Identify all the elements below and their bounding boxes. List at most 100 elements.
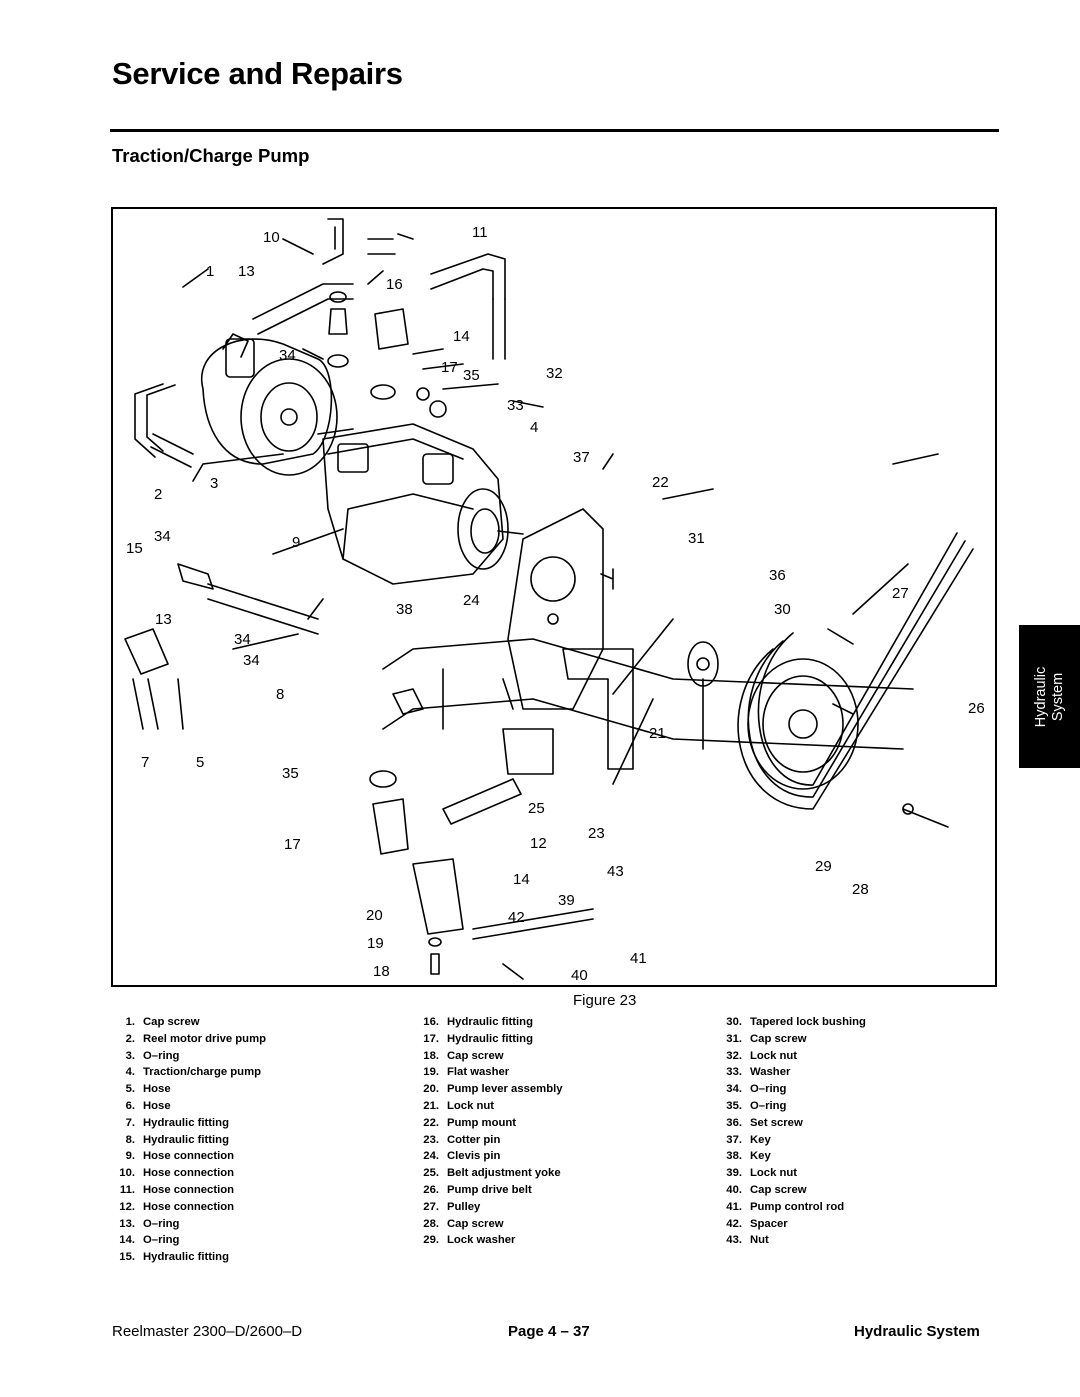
legend-item-number: 1.: [125, 1016, 135, 1028]
legend-item: 21.Lock nut: [415, 1098, 563, 1115]
legend-item-label: Key: [750, 1133, 771, 1146]
legend-item: 10.Hose connection: [111, 1165, 266, 1182]
legend-item-label: O–ring: [750, 1083, 787, 1096]
legend-item: 22.Pump mount: [415, 1115, 563, 1132]
legend-item: 2.Reel motor drive pump: [111, 1031, 266, 1048]
legend-item-number: 11.: [119, 1183, 135, 1196]
callout-36: 36: [769, 567, 786, 584]
legend-item: 19.Flat washer: [415, 1064, 563, 1081]
callout-19: 19: [367, 935, 384, 952]
callout-13: 13: [238, 263, 255, 280]
legend-item: 4.Traction/charge pump: [111, 1064, 266, 1081]
legend-item-label: Cap screw: [750, 1032, 807, 1045]
legend-item-number: 2.: [125, 1032, 135, 1045]
legend-item: 41.Pump control rod: [718, 1199, 866, 1216]
title-rule: [110, 129, 999, 132]
legend-item-label: Clevis pin: [447, 1150, 501, 1163]
callout-21: 21: [649, 725, 666, 742]
legend-item-number: 27.: [423, 1200, 439, 1213]
legend-item-label: Washer: [750, 1066, 791, 1079]
callout-39: 39: [558, 892, 575, 909]
legend-item: 32.Lock nut: [718, 1048, 866, 1065]
callout-22: 22: [652, 474, 669, 491]
legend-item-number: 40.: [726, 1183, 742, 1196]
legend-item-label: Spacer: [750, 1217, 788, 1230]
legend-item: 13.O–ring: [111, 1216, 266, 1233]
callout-32: 32: [546, 365, 563, 382]
callout-27: 27: [892, 585, 909, 602]
legend-item: 23.Cotter pin: [415, 1132, 563, 1149]
legend-item-number: 36.: [726, 1116, 742, 1129]
legend-item: 3.O–ring: [111, 1048, 266, 1065]
legend-item-label: Cap screw: [447, 1217, 504, 1230]
callout-28: 28: [852, 881, 869, 898]
legend-item-label: Hydraulic fitting: [447, 1032, 533, 1045]
legend-item-number: 39.: [726, 1167, 742, 1180]
legend-item-number: 33.: [726, 1066, 742, 1079]
legend-item-label: O–ring: [750, 1099, 787, 1112]
legend-item-number: 16.: [423, 1016, 439, 1028]
legend-item: 11. Hose connection: [111, 1182, 266, 1199]
legend-item-label: O–ring: [143, 1234, 180, 1247]
legend-item-label: Pump control rod: [750, 1200, 845, 1213]
legend-item-number: 8.: [125, 1133, 135, 1146]
side-tab-text: Hydraulic System: [1033, 666, 1067, 726]
legend-item-label: Hose: [143, 1099, 171, 1112]
legend-item-label: Hydraulic fitting: [143, 1116, 229, 1129]
callout-14b: 14: [513, 871, 530, 888]
legend-item: 42. Spacer: [718, 1216, 866, 1233]
legend-item-number: 22.: [423, 1116, 439, 1129]
callout-31: 31: [688, 530, 705, 547]
callout-35b: 35: [282, 765, 299, 782]
legend-item: 35. O–ring: [718, 1098, 866, 1115]
callout-5: 5: [196, 754, 205, 771]
legend-item-label: Hose connection: [143, 1183, 235, 1196]
callout-11: 11: [472, 224, 488, 241]
legend-item-label: Key: [750, 1150, 771, 1163]
callout-13b: 13: [155, 611, 172, 628]
legend-item-label: Hydraulic fitting: [143, 1133, 229, 1146]
side-tab-line2: System: [1049, 672, 1066, 721]
legend-item: 20.Pump lever assembly: [415, 1081, 562, 1098]
callout-17b: 17: [284, 836, 301, 853]
callout-37: 37: [573, 449, 590, 466]
legend-item-label: Hose connection: [143, 1150, 235, 1163]
legend-item-number: 13.: [119, 1217, 135, 1230]
legend-item-label: Hose connection: [143, 1167, 235, 1180]
legend-item: 31.Cap screw: [718, 1031, 866, 1048]
exploded-view-drawing: [124, 218, 974, 980]
legend-item-number: 38.: [726, 1150, 742, 1163]
legend-item: 24. Clevis pin: [415, 1148, 563, 1165]
legend-item-number: 9.: [125, 1150, 135, 1163]
footer-model: Reelmaster 2300–D/2600–D: [112, 1323, 303, 1340]
section-side-tab[interactable]: Hydraulic System: [1019, 625, 1080, 768]
callout-3: 3: [210, 475, 219, 492]
legend-item-number: 19.: [423, 1066, 439, 1079]
legend-item: 6. Hose: [111, 1098, 266, 1115]
legend-item-number: 17.: [423, 1032, 439, 1045]
page-title: Service and Repairs: [112, 56, 403, 91]
callout-34c: 34: [234, 631, 251, 648]
legend-item: 29.Lock washer: [415, 1232, 563, 1249]
pump-drive-belt-drawing: [737, 532, 974, 810]
legend-item-number: 23.: [423, 1133, 439, 1146]
legend-item-number: 6.: [125, 1099, 135, 1112]
callout-35: 35: [463, 367, 480, 384]
callout-4: 4: [530, 419, 539, 436]
callout-16: 16: [386, 276, 403, 293]
legend-item-number: 24.: [423, 1150, 439, 1163]
legend-item-number: 42.: [726, 1217, 742, 1230]
callout-1: 1: [206, 263, 215, 280]
legend-item-label: Cap screw: [750, 1183, 807, 1196]
legend-item-label: Hose connection: [143, 1200, 235, 1213]
legend-item-label: Lock washer: [447, 1234, 516, 1247]
callout-41: 41: [630, 950, 647, 967]
callout-23: 23: [588, 825, 605, 842]
callout-18: 18: [373, 963, 390, 980]
callout-40: 40: [571, 967, 588, 984]
legend-item-number: 37.: [726, 1133, 742, 1146]
legend-item: 39.Lock nut: [718, 1165, 866, 1182]
legend-item-number: 35.: [726, 1099, 742, 1112]
